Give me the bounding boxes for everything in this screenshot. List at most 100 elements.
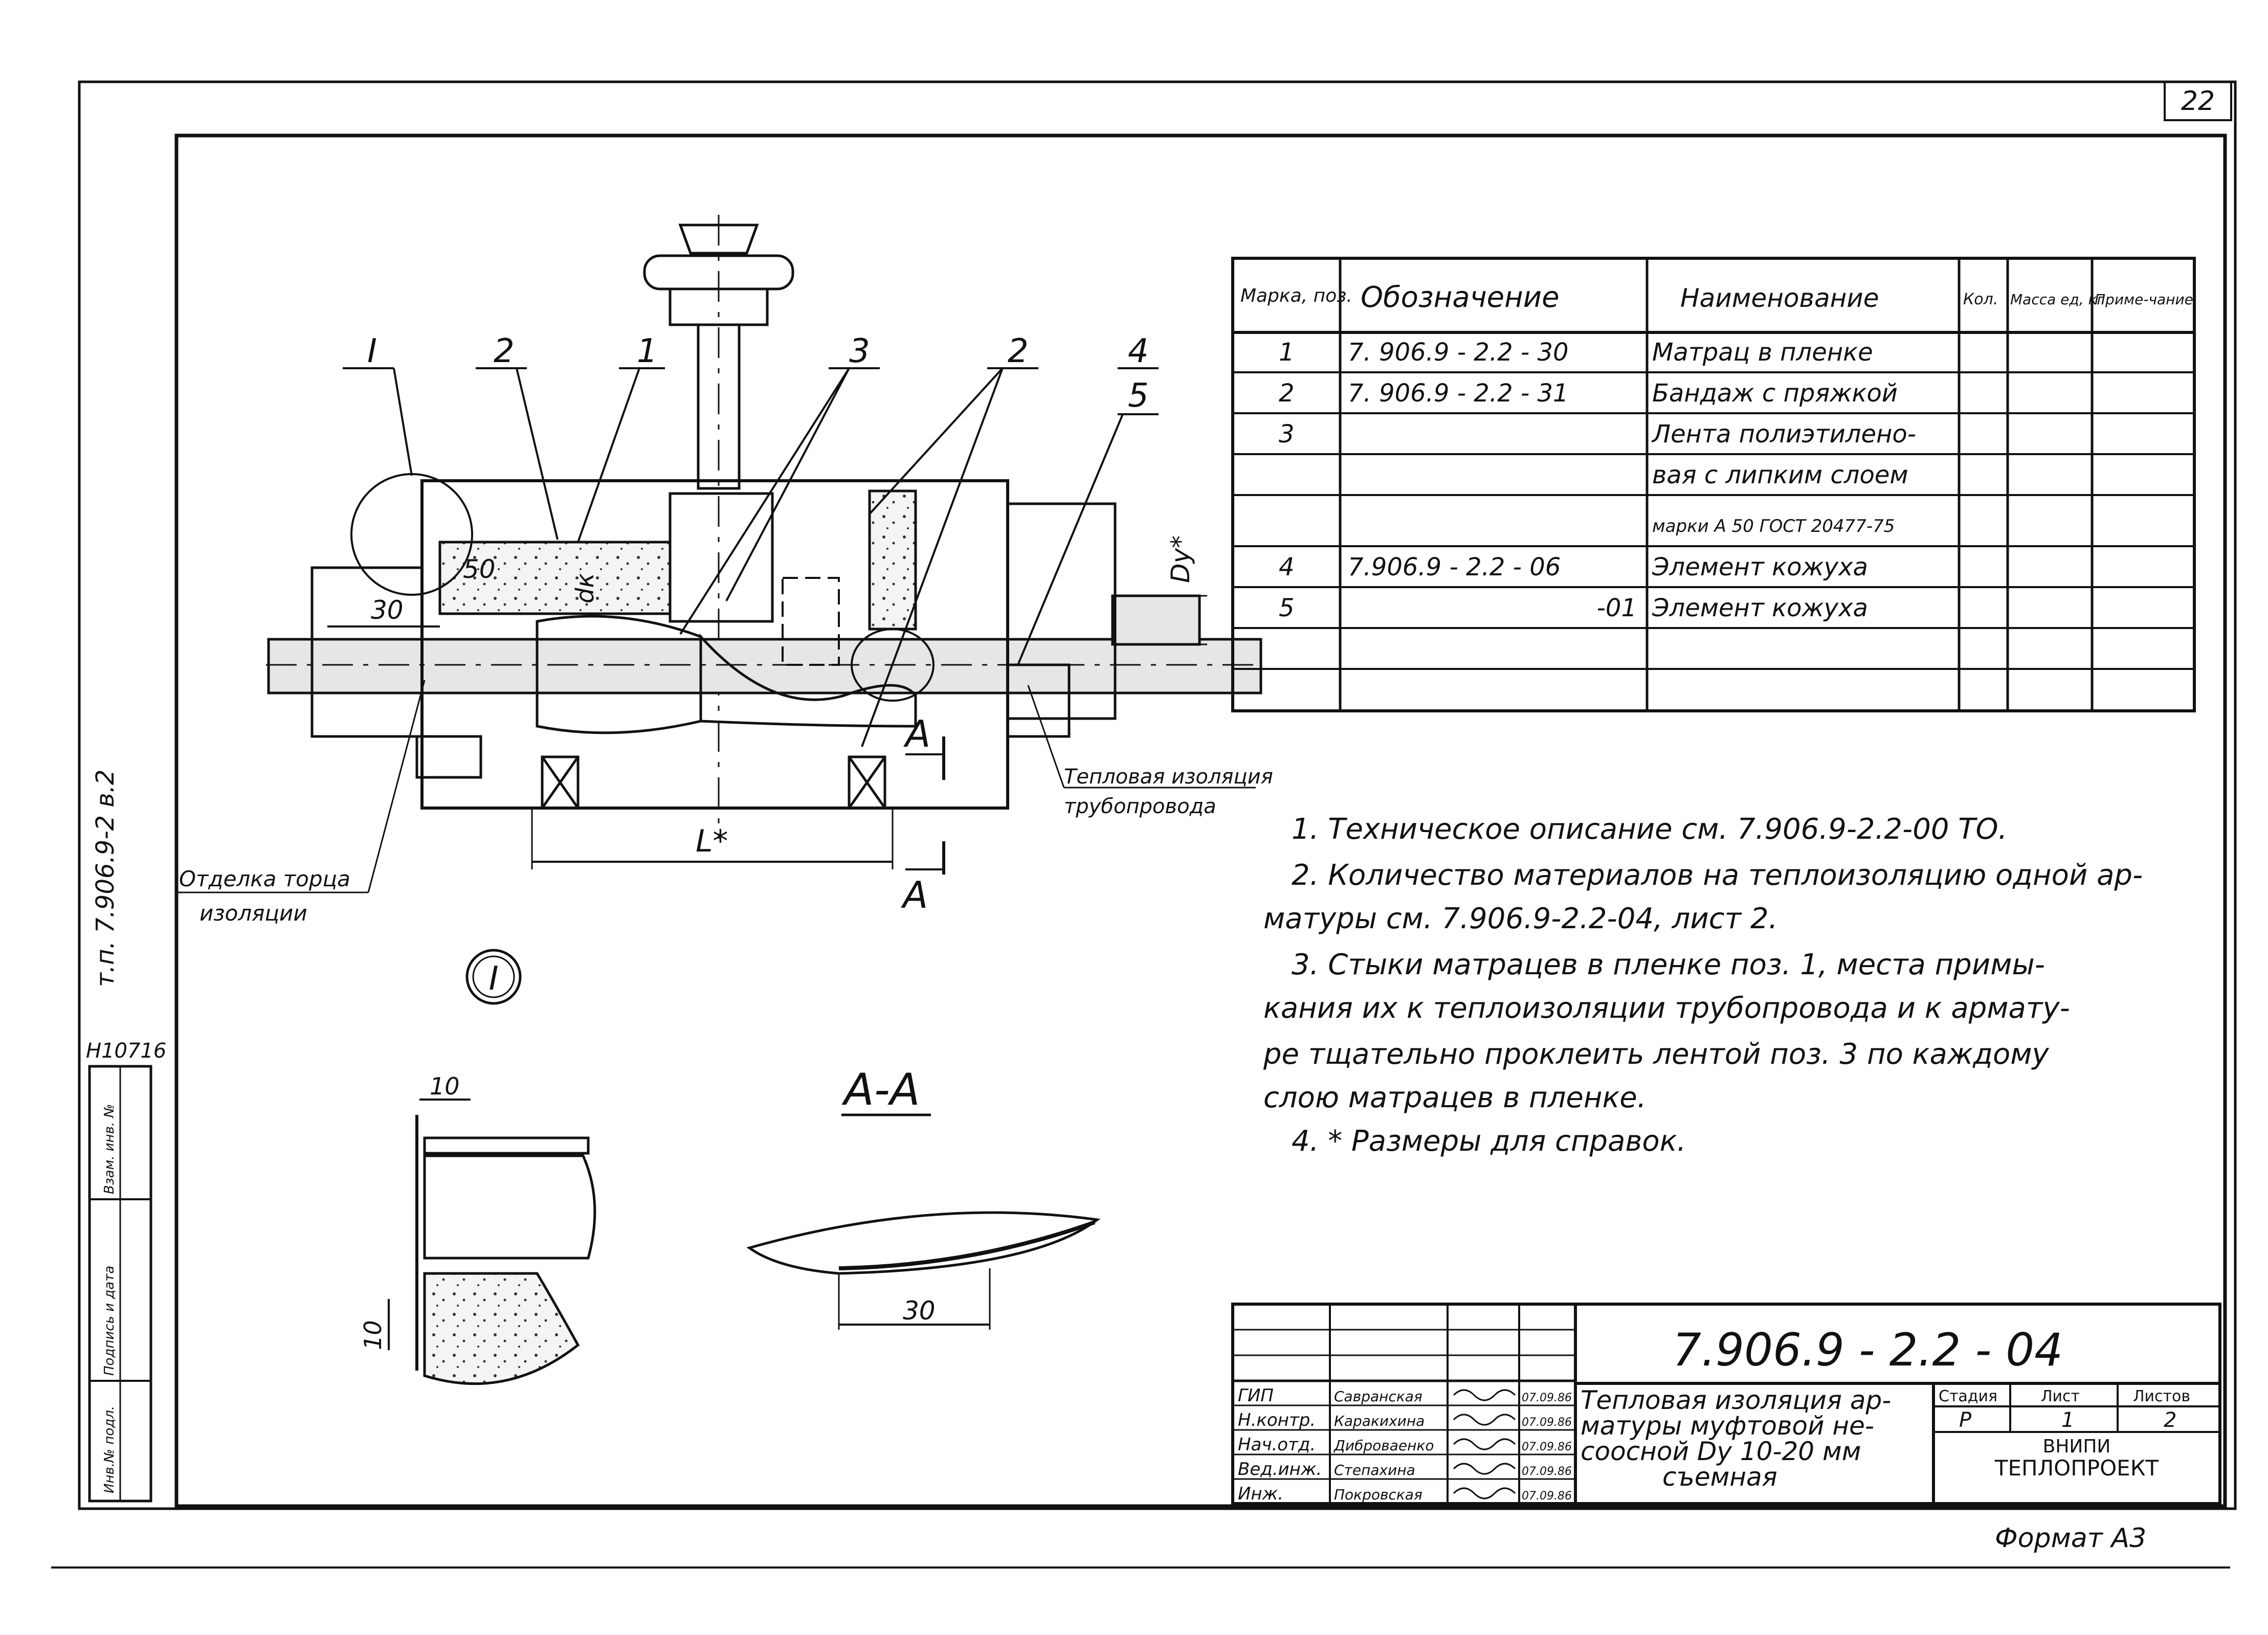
callout-detail-I: I	[367, 332, 377, 370]
section-A-A: А-А 30	[746, 1064, 1101, 1330]
signer-role-0: ГИП	[1238, 1385, 1274, 1406]
signer-role-1: Н.контр.	[1238, 1410, 1316, 1430]
note-line-3: матуры см. 7.906.9-2.2-04, лист 2.	[1263, 902, 1777, 935]
spec-cell-r2-c2: Лента полиэтилено-	[1651, 420, 1916, 449]
callout-2-right: 2	[1008, 332, 1029, 370]
dim-dk: dк	[571, 573, 599, 603]
signature-mark	[1453, 1487, 1516, 1499]
side-stamp-cell-2: Подпись и дата	[102, 1266, 117, 1376]
note-line-2: 2. Количество материалов на теплоизоляци…	[1292, 859, 2143, 892]
spec-cell-r6-c1: -01	[1597, 594, 1637, 622]
end-finish-label-2: изоляции	[199, 901, 307, 926]
spec-header-note: Приме-чание	[2095, 291, 2193, 308]
title-line-4: съемная	[1662, 1462, 1777, 1492]
section-title: А-А	[841, 1064, 920, 1115]
callout-5: 5	[1128, 377, 1149, 415]
dim-du: Dу*	[1166, 535, 1195, 583]
callout-1: 1	[637, 332, 658, 370]
note-line-8: 4. * Размеры для справок.	[1292, 1125, 1686, 1158]
note-line-7: слою матрацев в пленке.	[1263, 1081, 1647, 1114]
inventory-number: Н10716	[86, 1039, 166, 1063]
signer-role-2: Нач.отд.	[1238, 1435, 1316, 1455]
side-stamp: Инв.№ подл. Подпись и дата Взам. инв. № …	[86, 769, 166, 1503]
sheets-label: Листов	[2133, 1387, 2190, 1405]
side-stamp-cell-3: Взам. инв. №	[102, 1104, 117, 1194]
dim-L: L*	[696, 823, 728, 859]
note-line-4: 3. Стыки матрацев в пленке поз. 1, места…	[1292, 948, 2045, 981]
signer-date-0: 07.09.86	[1522, 1392, 1572, 1404]
section-mark-top: А	[903, 712, 930, 755]
callout-leaders	[343, 367, 1159, 747]
title-line-2: матуры муфтовой не-	[1581, 1411, 1874, 1441]
spec-header-mark: Марка, поз.	[1240, 285, 1352, 306]
sheet-value: 1	[2061, 1408, 2074, 1432]
signer-name-2: Диброваенко	[1333, 1437, 1434, 1454]
section-dim-30: 30	[903, 1296, 936, 1326]
signer-date-4: 07.09.86	[1522, 1490, 1572, 1503]
spec-cell-r4-c2: марки А 50 ГОСТ 20477-75	[1652, 516, 1895, 536]
spec-cell-r6-c0: 5	[1279, 594, 1295, 622]
stage-value: Р	[1959, 1408, 1972, 1432]
org-line-2: ТЕПЛОПРОЕКТ	[1994, 1455, 2159, 1481]
spec-cell-r5-c2: Элемент кожуха	[1652, 553, 1868, 581]
spec-cell-r2-c0: 3	[1279, 420, 1295, 449]
signature-mark	[1453, 1389, 1516, 1401]
spec-cell-r1-c2: Бандаж с пряжкой	[1652, 379, 1898, 408]
signer-date-3: 07.09.86	[1522, 1465, 1572, 1478]
signer-role-4: Инж.	[1238, 1484, 1283, 1504]
pipe-insulation-label-2: трубопровода	[1064, 795, 1216, 818]
spec-header-mass: Масса ед, кг	[2010, 291, 2104, 308]
signature-mark	[1453, 1438, 1516, 1450]
page-number: 22	[2181, 86, 2215, 117]
stage-label: Стадия	[1939, 1387, 1997, 1405]
detail-mark: I	[489, 960, 499, 998]
pipe-insulation-label-1: Тепловая изоляция	[1064, 765, 1273, 789]
signer-date-2: 07.09.86	[1522, 1441, 1572, 1453]
side-stamp-code: т.п. 7.906.9-2 в.2	[91, 769, 120, 987]
note-line-1: 1. Техническое описание см. 7.906.9-2.2-…	[1292, 813, 2007, 846]
specification-table: Марка, поз. Обозначение Наименование Кол…	[1231, 257, 2196, 712]
note-line-6: ре тщательно проклеить лентой поз. 3 по …	[1263, 1038, 2049, 1071]
spec-cell-r5-c1: 7.906.9 - 2.2 - 06	[1348, 553, 1561, 581]
spec-header-name: Наименование	[1680, 283, 1879, 313]
side-stamp-cell-1: Инв.№ подл.	[102, 1406, 117, 1493]
sheets-value: 2	[2164, 1408, 2176, 1432]
callout-4: 4	[1128, 332, 1149, 370]
callout-2-left: 2	[494, 332, 515, 370]
signature-mark	[1453, 1414, 1516, 1426]
callout-3: 3	[849, 332, 870, 370]
spec-cell-r6-c2: Элемент кожуха	[1652, 594, 1868, 622]
detail-dim-top: 10	[430, 1072, 460, 1100]
dim-30: 30	[371, 595, 404, 625]
signer-role-3: Вед.инж.	[1238, 1459, 1322, 1480]
signer-name-0: Савранская	[1334, 1388, 1422, 1405]
signer-name-1: Каракихина	[1334, 1413, 1425, 1429]
sheet-label: Лист	[2041, 1387, 2080, 1405]
detail-I: I 10 10	[359, 949, 596, 1385]
outer-frame	[51, 80, 2237, 1569]
spec-cell-r5-c0: 4	[1279, 553, 1295, 581]
spec-cell-r3-c2: вая с липким слоем	[1652, 461, 1908, 489]
band-block-right	[848, 755, 886, 810]
title-line-1: Тепловая изоляция ар-	[1581, 1385, 1891, 1415]
detail-dim-side: 10	[359, 1320, 387, 1350]
end-finish-label-1: Отделка торца	[179, 866, 350, 891]
signer-name-3: Степахина	[1334, 1462, 1415, 1479]
note-line-5: кания их к теплоизоляции трубопровода и …	[1263, 992, 2070, 1025]
spec-cell-r0-c0: 1	[1279, 338, 1295, 367]
spec-cell-r1-c1: 7. 906.9 - 2.2 - 31	[1348, 379, 1569, 408]
spec-cell-r0-c1: 7. 906.9 - 2.2 - 30	[1348, 338, 1569, 367]
format-label: Формат А3	[1995, 1523, 2146, 1554]
signer-date-1: 07.09.86	[1522, 1416, 1572, 1429]
signature-mark	[1453, 1463, 1516, 1475]
spec-cell-r1-c0: 2	[1279, 379, 1295, 408]
title-line-3: соосной Dу 10-20 мм	[1581, 1437, 1861, 1466]
spec-header-qty: Кол.	[1963, 290, 1998, 308]
spec-header-designation: Обозначение	[1361, 281, 1560, 314]
dim-50: 50	[463, 554, 496, 584]
document-code: 7.906.9 - 2.2 - 04	[1673, 1324, 2063, 1376]
main-assembly-drawing: I 2 1 3 2 4 5 50 dк 30 Dу* L* А А Теплов…	[176, 215, 1273, 926]
band-block-left	[541, 755, 580, 810]
